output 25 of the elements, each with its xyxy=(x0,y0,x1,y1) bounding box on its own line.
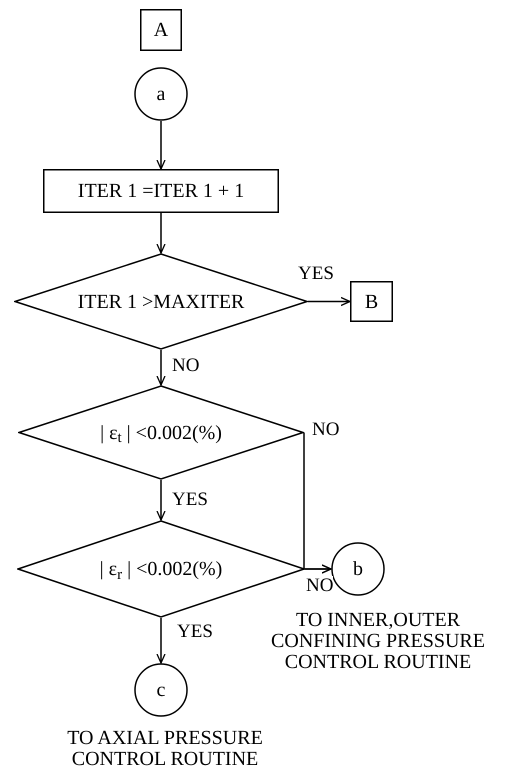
decision-diamond xyxy=(18,385,304,480)
node-text: | ε$_{t}$ | <0.002(%) xyxy=(100,422,222,442)
arrow xyxy=(305,564,332,574)
arrow xyxy=(156,350,166,386)
node-text: B xyxy=(364,292,378,312)
arrow xyxy=(308,296,351,306)
node-text: c xyxy=(156,680,166,700)
arrow xyxy=(156,480,166,521)
node-text: b xyxy=(353,559,363,579)
node-text: a xyxy=(156,84,166,104)
node-caption: TO AXIAL PRESSURE CONTROL ROUTINE xyxy=(66,728,264,770)
node-text: A xyxy=(154,20,168,40)
node-text: ITER 1 >MAXITER xyxy=(78,292,244,312)
node-text: | ε$_{r}$ | <0.002(%) xyxy=(100,559,222,579)
arrow xyxy=(156,618,166,664)
connector-circle xyxy=(134,67,188,121)
connector-box xyxy=(140,9,182,51)
node-text: ITER 1 =ITER 1 + 1 xyxy=(78,181,244,201)
arrow xyxy=(156,121,166,170)
note-text: TO INNER,OUTER CONFINING PRESSURE CONTROL ROUTINE xyxy=(270,610,486,673)
process-box xyxy=(43,169,279,213)
connector-box xyxy=(350,281,393,322)
connector-circle xyxy=(134,663,188,717)
connector-circle xyxy=(331,542,385,596)
arrow xyxy=(156,213,166,254)
